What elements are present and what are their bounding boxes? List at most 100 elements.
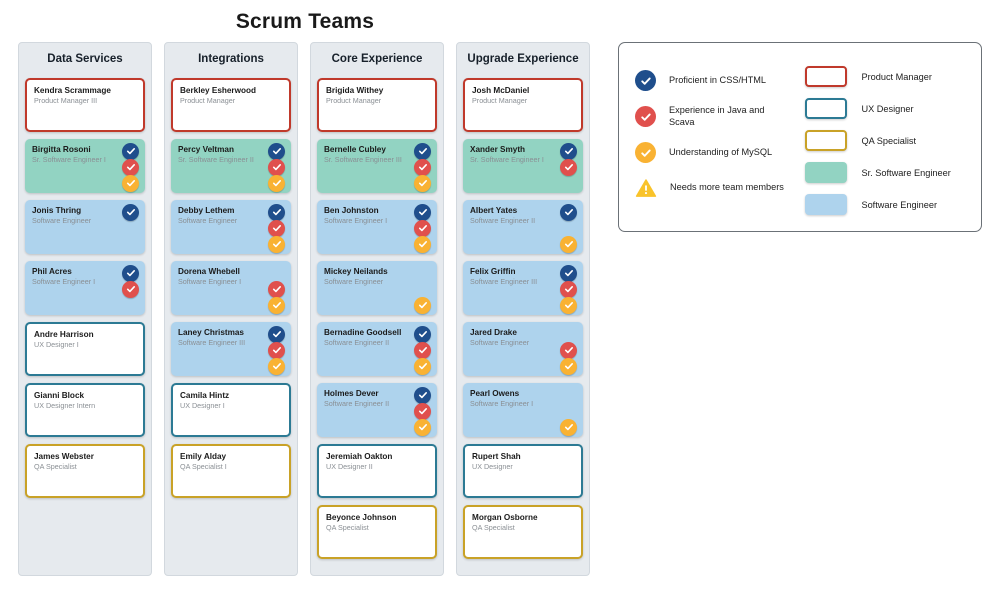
check-circle-icon[interactable] xyxy=(122,174,139,192)
check-circle-icon[interactable] xyxy=(268,235,285,253)
check-circle-icon[interactable] xyxy=(560,341,577,359)
role-color-swatch xyxy=(805,162,848,183)
skill-badge-slot xyxy=(560,280,578,298)
member-name: Pearl Owens xyxy=(470,388,520,398)
check-circle-icon[interactable] xyxy=(414,357,431,375)
check-circle-icon[interactable] xyxy=(122,203,139,221)
member-name: James Webster xyxy=(34,451,94,461)
check-circle-icon xyxy=(635,106,656,127)
check-circle-icon[interactable] xyxy=(268,325,285,343)
skill-badge-slot xyxy=(122,236,140,252)
skill-badge-slot xyxy=(268,280,286,298)
check-circle-icon[interactable] xyxy=(268,203,285,221)
check-circle-icon[interactable] xyxy=(414,235,431,253)
skill-badge-slot xyxy=(414,203,432,221)
check-circle-icon[interactable] xyxy=(414,418,431,436)
check-circle-icon[interactable] xyxy=(560,264,577,282)
check-circle-icon[interactable] xyxy=(268,296,285,314)
member-name: Gianni Block xyxy=(34,390,85,400)
check-circle-icon[interactable] xyxy=(268,341,285,359)
check-circle-icon[interactable] xyxy=(122,264,139,282)
check-circle-icon[interactable] xyxy=(560,158,577,176)
skill-badge-stack xyxy=(122,142,140,192)
check-circle-icon[interactable] xyxy=(414,158,431,176)
check-circle-icon[interactable] xyxy=(560,280,577,298)
skill-badge-slot xyxy=(414,158,432,176)
member-role: Software Engineer II xyxy=(324,338,390,348)
check-circle-icon[interactable] xyxy=(414,219,431,237)
check-circle-icon[interactable] xyxy=(560,142,577,160)
check-circle-icon[interactable] xyxy=(414,341,431,359)
skill-badge-slot xyxy=(414,357,432,375)
check-circle-icon[interactable] xyxy=(122,280,139,298)
check-circle-icon[interactable] xyxy=(560,357,577,375)
page-title: Scrum Teams xyxy=(235,10,375,33)
skill-badge-slot xyxy=(414,142,432,160)
check-circle-icon[interactable] xyxy=(268,357,285,375)
skill-badge-stack xyxy=(122,203,140,252)
legend-role-label: Sr. Software Engineer xyxy=(861,167,951,178)
column-title: Upgrade Experience xyxy=(467,53,579,65)
check-circle-icon[interactable] xyxy=(268,219,285,237)
skill-badge-slot xyxy=(414,325,432,343)
member-role: QA Specialist xyxy=(326,523,369,533)
check-circle-icon[interactable] xyxy=(560,235,577,253)
check-circle-icon[interactable] xyxy=(414,325,431,343)
check-circle-icon[interactable] xyxy=(560,296,577,314)
check-circle-icon[interactable] xyxy=(268,142,285,160)
check-circle-icon[interactable] xyxy=(414,402,431,420)
member-name: Bernadine Goodsell xyxy=(324,327,402,337)
check-circle-icon[interactable] xyxy=(414,142,431,160)
skill-badge-slot xyxy=(268,265,286,281)
role-color-swatch xyxy=(805,98,848,119)
check-circle-icon[interactable] xyxy=(122,158,139,176)
check-circle-icon xyxy=(635,142,656,163)
check-circle-icon[interactable] xyxy=(268,158,285,176)
check-circle-icon[interactable] xyxy=(122,142,139,160)
check-circle-icon[interactable] xyxy=(268,280,285,298)
check-circle-icon[interactable] xyxy=(560,418,577,436)
check-circle-icon[interactable] xyxy=(560,203,577,221)
skill-badge-slot xyxy=(268,357,286,375)
check-circle-icon[interactable] xyxy=(268,174,285,192)
check-circle-icon[interactable] xyxy=(414,296,431,314)
skill-badge-slot xyxy=(560,296,578,314)
check-circle-icon[interactable] xyxy=(414,386,431,404)
check-circle-icon[interactable] xyxy=(414,174,431,192)
role-color-swatch xyxy=(805,66,848,87)
check-circle-icon[interactable] xyxy=(414,203,431,221)
skill-badge-slot xyxy=(122,203,140,221)
